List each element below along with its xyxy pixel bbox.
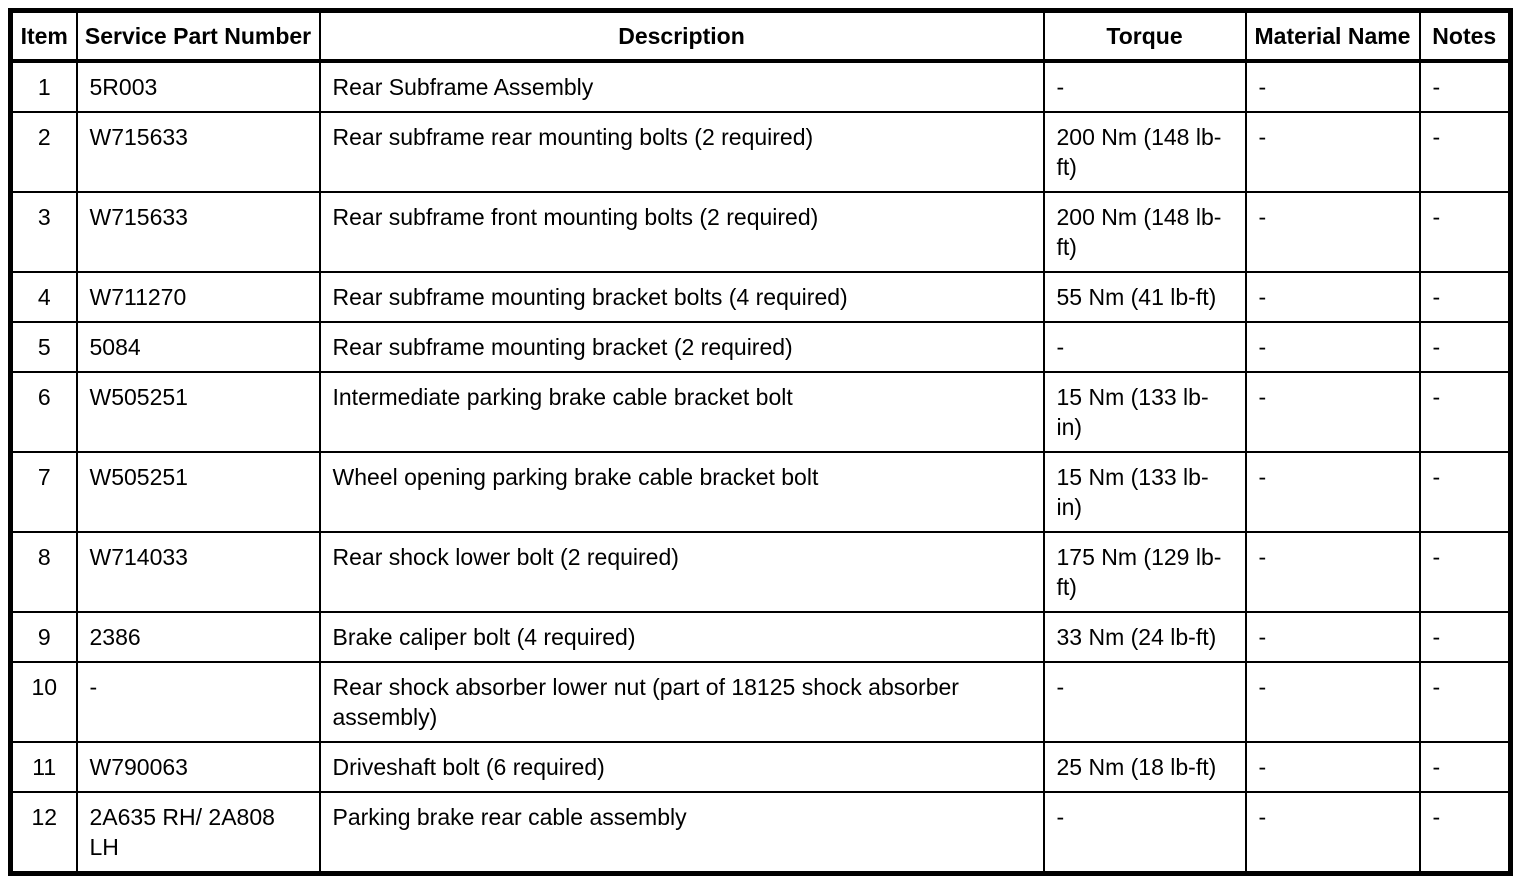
- cell-torque: -: [1042, 661, 1247, 743]
- cell-notes: -: [1418, 661, 1512, 743]
- cell-item: 2: [9, 111, 78, 193]
- cell-desc: Rear subframe mounting bracket bolts (4 …: [318, 271, 1045, 323]
- cell-notes: -: [1418, 451, 1512, 533]
- cell-material: -: [1244, 371, 1421, 453]
- cell-item: 5: [9, 321, 78, 373]
- cell-desc: Rear Subframe Assembly: [318, 60, 1045, 113]
- cell-item: 8: [9, 531, 78, 613]
- cell-item: 4: [9, 271, 78, 323]
- cell-torque: 33 Nm (24 lb-ft): [1042, 611, 1247, 663]
- cell-material: -: [1244, 271, 1421, 323]
- cell-item: 9: [9, 611, 78, 663]
- cell-notes: -: [1418, 60, 1512, 113]
- cell-notes: -: [1418, 791, 1512, 875]
- cell-material: -: [1244, 661, 1421, 743]
- cell-torque: 200 Nm (148 lb-ft): [1042, 111, 1247, 193]
- cell-notes: -: [1418, 741, 1512, 793]
- cell-notes: -: [1418, 531, 1512, 613]
- cell-item: 7: [9, 451, 78, 533]
- cell-part: W790063: [75, 741, 321, 793]
- cell-material: -: [1244, 60, 1421, 113]
- column-header-item: Item: [9, 9, 78, 63]
- column-header-part: Service Part Number: [75, 9, 321, 63]
- cell-desc: Brake caliper bolt (4 required): [318, 611, 1045, 663]
- cell-notes: -: [1418, 611, 1512, 663]
- cell-material: -: [1244, 611, 1421, 663]
- table-row: 10-Rear shock absorber lower nut (part o…: [9, 661, 1512, 743]
- column-header-material: Material Name: [1244, 9, 1421, 63]
- cell-desc: Wheel opening parking brake cable bracke…: [318, 451, 1045, 533]
- cell-notes: -: [1418, 191, 1512, 273]
- column-header-torque: Torque: [1042, 9, 1247, 63]
- cell-part: W714033: [75, 531, 321, 613]
- cell-notes: -: [1418, 271, 1512, 323]
- cell-part: W505251: [75, 371, 321, 453]
- cell-part: 5R003: [75, 60, 321, 113]
- cell-notes: -: [1418, 321, 1512, 373]
- cell-desc: Parking brake rear cable assembly: [318, 791, 1045, 875]
- cell-part: W505251: [75, 451, 321, 533]
- cell-material: -: [1244, 791, 1421, 875]
- cell-item: 11: [9, 741, 78, 793]
- cell-material: -: [1244, 191, 1421, 273]
- cell-item: 1: [9, 60, 78, 113]
- cell-material: -: [1244, 321, 1421, 373]
- cell-desc: Driveshaft bolt (6 required): [318, 741, 1045, 793]
- cell-item: 10: [9, 661, 78, 743]
- cell-torque: 175 Nm (129 lb-ft): [1042, 531, 1247, 613]
- cell-torque: -: [1042, 60, 1247, 113]
- cell-torque: 200 Nm (148 lb-ft): [1042, 191, 1247, 273]
- cell-item: 3: [9, 191, 78, 273]
- cell-part: 2A635 RH/ 2A808 LH: [75, 791, 321, 875]
- cell-item: 12: [9, 791, 78, 875]
- cell-torque: 55 Nm (41 lb-ft): [1042, 271, 1247, 323]
- cell-part: 5084: [75, 321, 321, 373]
- column-header-notes: Notes: [1418, 9, 1512, 63]
- cell-part: W715633: [75, 191, 321, 273]
- cell-desc: Rear subframe mounting bracket (2 requir…: [318, 321, 1045, 373]
- cell-torque: -: [1042, 321, 1247, 373]
- cell-torque: 15 Nm (133 lb-in): [1042, 451, 1247, 533]
- cell-material: -: [1244, 111, 1421, 193]
- cell-notes: -: [1418, 111, 1512, 193]
- cell-torque: -: [1042, 791, 1247, 875]
- column-header-desc: Description: [318, 9, 1045, 63]
- cell-desc: Intermediate parking brake cable bracket…: [318, 371, 1045, 453]
- cell-desc: Rear subframe rear mounting bolts (2 req…: [318, 111, 1045, 193]
- cell-part: -: [75, 661, 321, 743]
- cell-desc: Rear shock lower bolt (2 required): [318, 531, 1045, 613]
- cell-part: W711270: [75, 271, 321, 323]
- cell-torque: 15 Nm (133 lb-in): [1042, 371, 1247, 453]
- cell-desc: Rear shock absorber lower nut (part of 1…: [318, 661, 1045, 743]
- cell-material: -: [1244, 741, 1421, 793]
- cell-item: 6: [9, 371, 78, 453]
- cell-part: 2386: [75, 611, 321, 663]
- cell-torque: 25 Nm (18 lb-ft): [1042, 741, 1247, 793]
- cell-part: W715633: [75, 111, 321, 193]
- cell-material: -: [1244, 531, 1421, 613]
- cell-material: -: [1244, 451, 1421, 533]
- cell-notes: -: [1418, 371, 1512, 453]
- cell-desc: Rear subframe front mounting bolts (2 re…: [318, 191, 1045, 273]
